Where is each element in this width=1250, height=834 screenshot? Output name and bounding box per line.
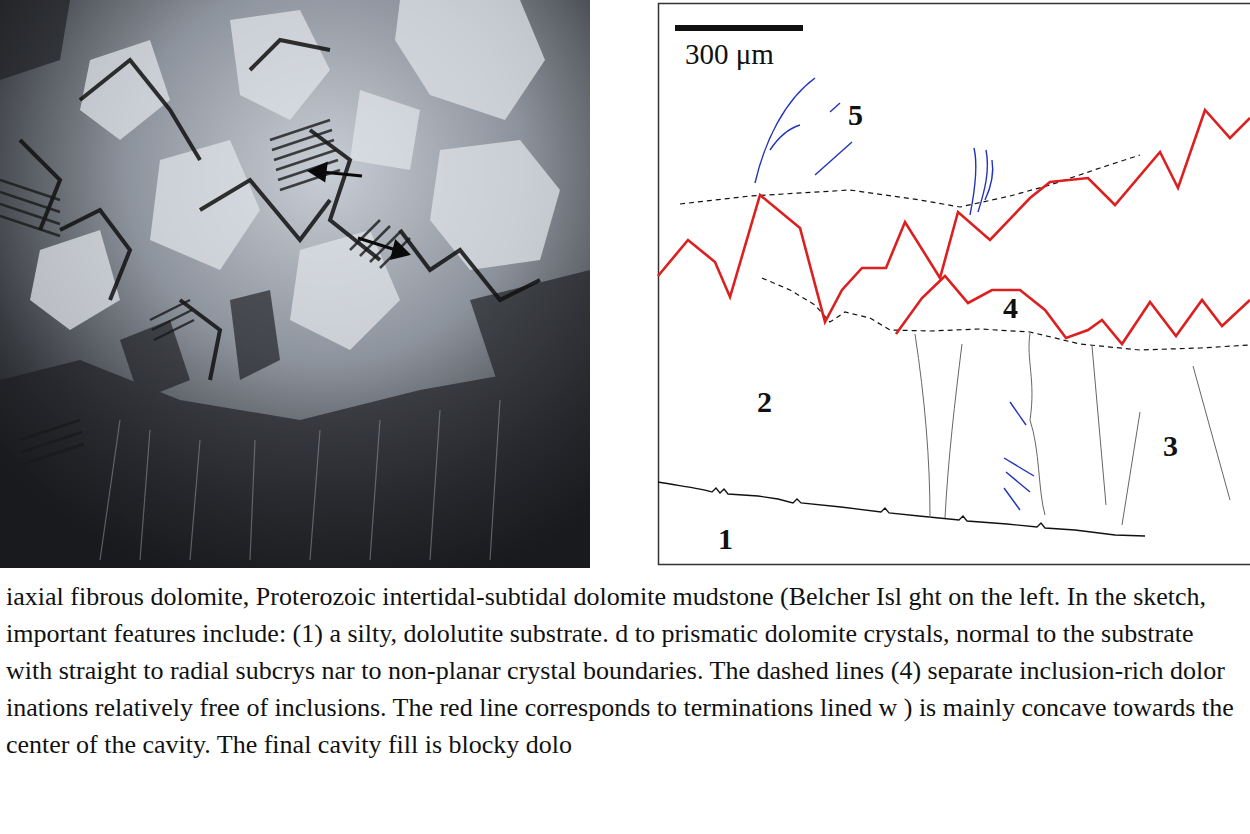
callout-number: 2 (757, 387, 772, 417)
fibre-texture (100, 400, 500, 560)
subcrystal-lines (915, 333, 1230, 525)
twin-lamellae (0, 120, 410, 464)
crystal-boundaries (20, 40, 540, 380)
scale-bar (675, 25, 803, 31)
inclusion-trails (755, 78, 1034, 510)
termination-line (896, 276, 1250, 344)
callout-number: 5 (848, 100, 863, 130)
photo-ground (0, 0, 590, 568)
sketch-frame (659, 4, 1250, 565)
callout-number: 4 (1003, 293, 1018, 323)
photomicrograph (0, 0, 590, 568)
figure-caption: iaxial fibrous dolomite, Proterozoic int… (6, 578, 1242, 763)
termination-line (658, 110, 1250, 322)
photo-arrows (310, 164, 408, 258)
sketch-panel (658, 4, 1250, 565)
callout-number: 1 (718, 524, 733, 554)
callout-number: 3 (1163, 431, 1178, 461)
scale-label: 300 μm (685, 40, 774, 69)
dark-crystals (0, 0, 590, 568)
